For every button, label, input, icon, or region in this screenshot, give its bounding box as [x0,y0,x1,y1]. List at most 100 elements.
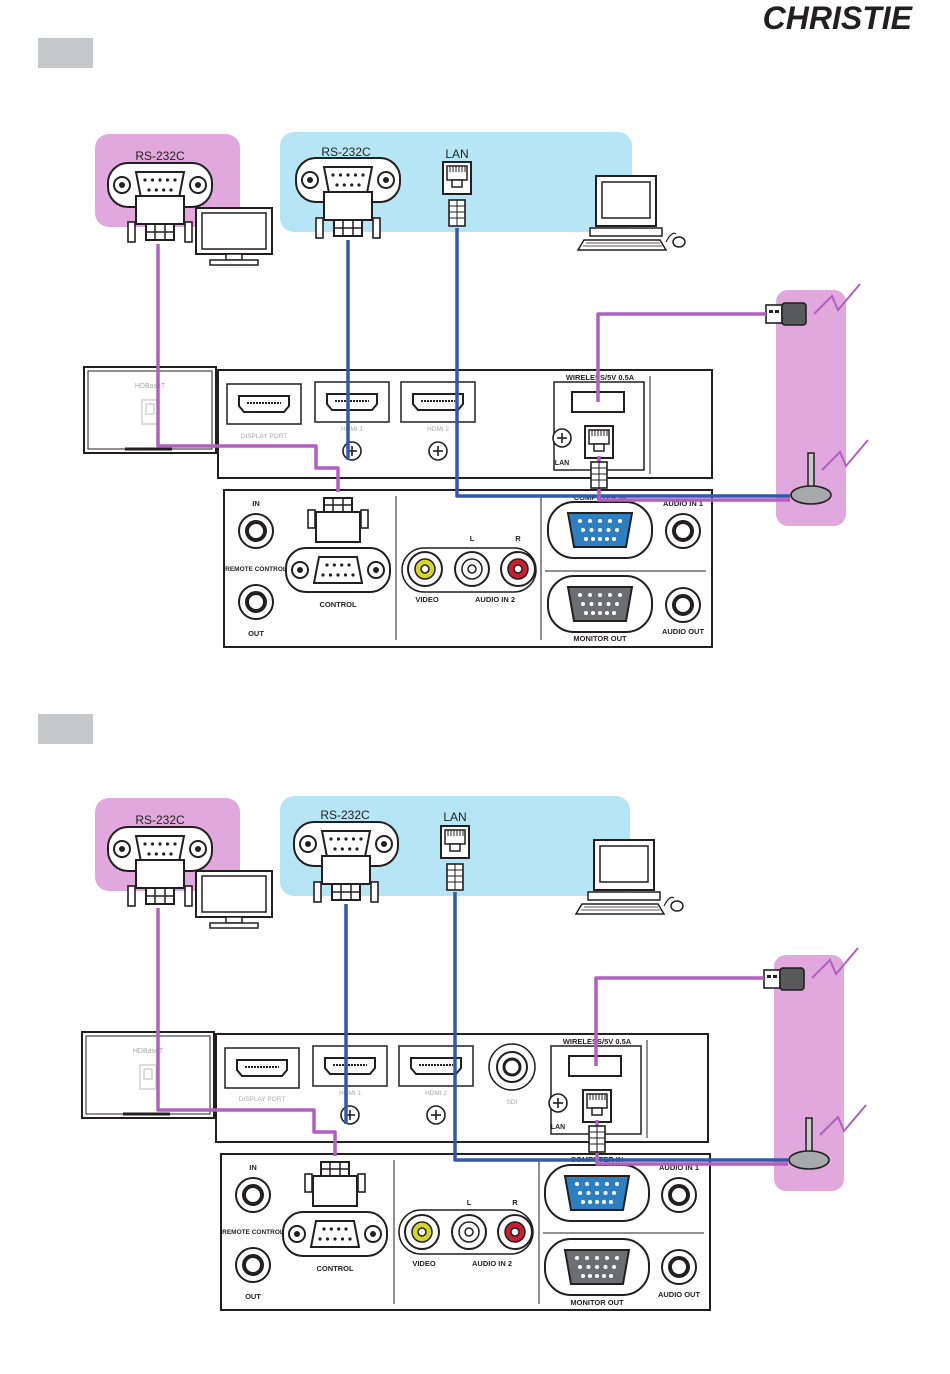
christie-logo: CHRISTIE [763,0,914,36]
hdmi2-label: HDMI 2 [427,426,449,433]
sdi-label: SDI [507,1099,518,1106]
pink-serial-cable [156,908,337,1156]
hdmi1-screw-icon [342,441,362,461]
pink-db9-plug-icon [127,859,193,907]
hdmi2-port-icon [398,1045,474,1087]
audio-r-label: R [515,534,521,543]
audio-in2-label: AUDIO IN 2 [472,1259,512,1268]
audio-r-rca-icon [500,551,536,587]
monitor-out-label: MONITOR OUT [570,1298,624,1307]
hdmi2-screw-icon [426,1105,446,1125]
blue-rs232c-label: RS-232C [321,145,371,159]
monitor-icon [195,870,273,929]
video-rca-icon [407,551,443,587]
panel-lan-plug-icon [588,1125,606,1153]
hdbaset-inner [85,1035,211,1115]
blue-lan-label: LAN [443,810,466,824]
usb-dongle-cable [594,976,764,1066]
blue-rs232c-label: RS-232C [320,808,370,822]
hdmi1-label: HDMI 1 [339,1090,361,1097]
hdmi1-screw-icon [340,1105,360,1125]
displayport-port-icon [226,383,302,425]
audio-r-label: R [512,1198,518,1207]
blue-lan-cable [455,228,790,498]
remote-in-jack-icon [237,512,275,550]
display-port-label: DISPLAY PORT [239,1096,286,1103]
lan-port-label: LAN [555,460,569,467]
remote-out-jack-icon [234,1246,272,1284]
hdmi2-screw-icon [428,441,448,461]
sdi-bnc-port-icon [488,1043,536,1091]
remote-control-label: REMOTE CONTROL [222,1229,284,1236]
remote-out-jack-icon [237,583,275,621]
wireless-zone [774,955,844,1191]
lan-screw-icon [552,428,572,448]
hdmi1-label: HDMI 1 [341,426,363,433]
hdmi2-port-icon [400,381,476,423]
audio-in1-label: AUDIO IN 1 [663,499,703,508]
video-rca-icon [404,1214,440,1250]
monitor-icon [195,207,273,266]
usb-dongle-icon [765,302,807,326]
hdbaset-label: HDBaseT [133,1048,164,1055]
computer-in-vga-icon [544,1164,650,1222]
audio-out-label: AUDIO OUT [658,1290,701,1299]
wireless-label: WIRELESS/5V 0.5A [566,373,635,382]
computer-in-vga-icon [547,501,653,559]
control-db9-port-icon [285,547,391,593]
control-db9-port-icon [282,1211,388,1257]
cables-2 [156,892,788,1166]
lan-port-label: LAN [551,1124,565,1131]
diagram-1: RS-232C RS-232C LAN HDBaseT DISPLAY PORT… [38,38,869,648]
video-label: VIDEO [415,595,439,604]
video-label: VIDEO [412,1259,436,1268]
audio-in1-label: AUDIO IN 1 [659,1163,699,1172]
audio-out-label: AUDIO OUT [662,627,705,636]
hdmi1-port-icon [312,1045,388,1087]
monitor-out-label: MONITOR OUT [573,634,627,643]
audio-r-rca-icon [497,1214,533,1250]
lan-screw-icon [548,1093,568,1113]
audio-in1-jack-icon [660,1176,698,1214]
remote-out-label: OUT [245,1292,261,1301]
blue-rj45-connector-icon [442,161,472,195]
cables-1 [156,228,790,502]
control-label: CONTROL [319,600,356,609]
section-tab-2 [38,714,93,744]
blue-rj45-plug-icon [446,863,464,891]
panel-lan-plug-icon [590,461,608,489]
hdbaset-port-icon [139,1064,157,1090]
hdmi1-port-icon [314,381,390,423]
audio-out-jack-icon [664,586,702,624]
usb-dongle-cable [596,312,766,402]
lan-port-icon [584,425,614,459]
wireless-zone [776,290,846,526]
blue-rj45-connector-icon [440,825,470,859]
audio-l-rca-icon [451,1214,487,1250]
pink-rs232c-label: RS-232C [135,813,185,827]
display-port-label: DISPLAY PORT [241,433,288,440]
diagram-2: RS-232C RS-232C LAN HDBaseT DISPLAY PORT… [38,714,867,1311]
pink-rs232c-label: RS-232C [135,149,185,163]
audio-in1-jack-icon [664,512,702,550]
blue-rj45-plug-icon [448,199,466,227]
hdbaset-label: HDBaseT [135,383,166,390]
remote-out-label: OUT [248,629,264,638]
audio-l-label: L [467,1198,472,1207]
section-tab-1 [38,38,93,68]
lan-port-icon [582,1089,612,1123]
audio-in2-label: AUDIO IN 2 [475,595,515,604]
audio-out-jack-icon [660,1248,698,1286]
blue-lan-label: LAN [445,147,468,161]
pink-db9-plug-icon [127,195,193,243]
usb-dongle-icon [763,967,805,991]
pink-serial-cable [156,244,340,492]
monitor-out-vga-icon [544,1238,650,1296]
hdmi2-label: HDMI 2 [425,1090,447,1097]
control-label: CONTROL [316,1264,353,1273]
remote-in-label: IN [252,499,260,508]
remote-control-label: REMOTE CONTROL [225,566,287,573]
monitor-out-vga-icon [547,575,653,633]
remote-in-jack-icon [234,1176,272,1214]
